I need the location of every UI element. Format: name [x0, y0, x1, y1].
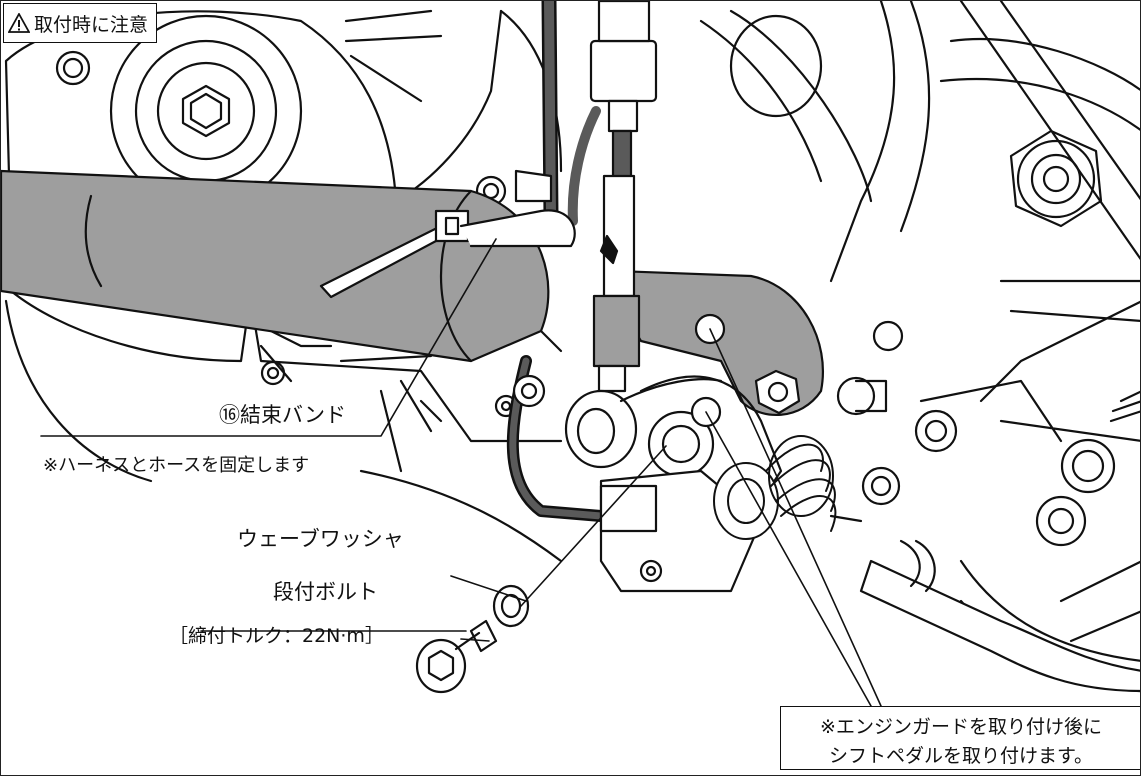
cable-tie [319, 169, 576, 299]
warning-triangle-icon [8, 13, 30, 33]
warning-text: 取付時に注意 [34, 13, 149, 36]
linkage-rod [564, 1, 723, 469]
note-line-1: ※エンジンガードを取り付け後に [820, 716, 1102, 738]
cable-tie-note: ※ハーネスとホースを固定します [43, 455, 310, 476]
return-spring [713, 435, 837, 540]
wave-washer [492, 584, 530, 628]
frame-right [699, 1, 1140, 693]
stepped-bolt [415, 619, 498, 694]
shift-linkage-arm [614, 269, 824, 417]
warning-tag: 取付時に注意 [3, 3, 158, 43]
leader-lines [40, 238, 882, 707]
note-line-2: シフトペダルを取り付けます。 [828, 745, 1094, 767]
installation-note: ※エンジンガードを取り付け後に シフトペダルを取り付けます。 [780, 706, 1140, 770]
stepped-bolt-label: 段付ボルト [273, 580, 378, 604]
shift-pedal [829, 376, 1140, 693]
cable-tie-label: ⑯結束バンド [219, 403, 347, 427]
wave-washer-label: ウェーブワッシャ [237, 527, 404, 551]
tightening-torque: ［締付トルク：22N·m］ [169, 625, 384, 647]
shift-rod [1, 169, 563, 363]
